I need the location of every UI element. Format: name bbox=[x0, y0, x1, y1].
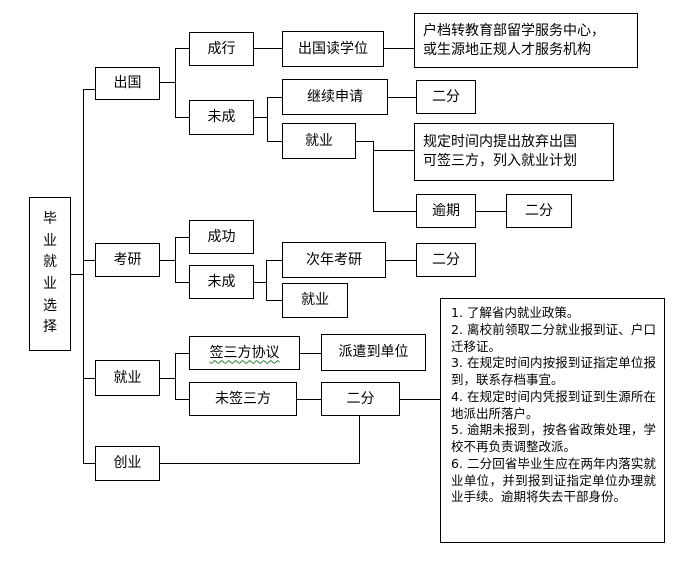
root-char: 业 bbox=[43, 276, 57, 292]
node-abroad: 出国 bbox=[95, 67, 160, 100]
node-dispatch-to-unit: 派遣到单位 bbox=[321, 334, 426, 371]
root-char: 就 bbox=[43, 254, 57, 271]
connector bbox=[160, 378, 175, 380]
connector bbox=[373, 150, 414, 152]
node-continue-apply: 继续申请 bbox=[282, 79, 388, 115]
node-abroad-success: 成行 bbox=[189, 32, 254, 66]
note-item: 1. 了解省内就业政策。 bbox=[451, 305, 580, 320]
node-second-allocation: 二分 bbox=[321, 382, 400, 416]
node-second-allocation: 二分 bbox=[506, 194, 572, 228]
connector bbox=[267, 141, 282, 143]
node-second-allocation: 二分 bbox=[416, 243, 476, 277]
connector bbox=[476, 211, 506, 213]
signed-agreement-label: 签三方协议 bbox=[209, 344, 280, 361]
node-abroad-fail-employ: 就业 bbox=[282, 123, 356, 159]
connector bbox=[266, 260, 282, 262]
node-startup: 创业 bbox=[95, 446, 160, 481]
node-give-up-abroad-note: 规定时间内提出放弃出国 可签三方，列入就业计划 bbox=[414, 123, 614, 181]
note-item: 3. 在规定时间内按报到证指定单位报到，联系存档事宜。 bbox=[451, 355, 656, 387]
node-signed-agreement: 签三方协议 bbox=[189, 336, 300, 370]
connector bbox=[359, 416, 361, 464]
node-unsigned-agreement: 未签三方 bbox=[189, 382, 297, 416]
node-grad-fail: 未成 bbox=[189, 265, 254, 299]
node-overdue: 逾期 bbox=[416, 194, 476, 228]
connector bbox=[160, 82, 175, 84]
note-line: 规定时间内提出放弃出国 bbox=[423, 134, 577, 151]
connector bbox=[175, 353, 189, 355]
node-grad-exam: 考研 bbox=[95, 243, 160, 277]
connector bbox=[297, 399, 321, 401]
connector bbox=[175, 399, 189, 401]
connector bbox=[300, 353, 321, 355]
connector bbox=[254, 48, 282, 50]
node-grad-success: 成功 bbox=[189, 220, 254, 254]
connector bbox=[254, 282, 266, 284]
connector bbox=[266, 300, 282, 302]
connector bbox=[70, 274, 84, 276]
root-char: 业 bbox=[43, 232, 57, 249]
node-second-allocation: 二分 bbox=[416, 80, 476, 114]
connector bbox=[175, 237, 189, 239]
node-study-abroad: 出国读学位 bbox=[282, 31, 384, 67]
connector bbox=[267, 97, 269, 142]
node-next-year-exam: 次年考研 bbox=[282, 242, 386, 278]
connector bbox=[373, 211, 416, 213]
node-employment: 就业 bbox=[95, 360, 160, 396]
archive-line: 户档转教育部留学服务中心， bbox=[423, 22, 605, 39]
connector bbox=[160, 463, 360, 465]
root-career-choice: 毕 业 就 业 选 择 bbox=[29, 197, 71, 351]
connector bbox=[388, 97, 416, 99]
node-abroad-fail: 未成 bbox=[189, 100, 254, 135]
connector bbox=[384, 48, 414, 50]
note-item: 2. 离校前领取二分就业报到证、户口迁移证。 bbox=[451, 321, 656, 354]
connector bbox=[83, 463, 95, 465]
connector bbox=[373, 141, 375, 212]
node-archive-transfer: 户档转教育部留学服务中心， 或生源地正规人才服务机构 bbox=[414, 13, 638, 68]
connector bbox=[175, 48, 177, 118]
second-allocation-notes: 1. 了解省内就业政策。 2. 离校前领取二分就业报到证、户口迁移证。 3. 在… bbox=[440, 298, 665, 543]
root-char: 择 bbox=[43, 319, 57, 336]
connector bbox=[175, 237, 177, 283]
root-char: 选 bbox=[43, 297, 57, 314]
connector bbox=[83, 260, 95, 262]
note-line: 可签三方，列入就业计划 bbox=[423, 153, 577, 169]
note-item: 6. 二分回省毕业生应在两年内落实就业单位，并到报到证指定单位办理就业手续。逾期… bbox=[451, 455, 656, 505]
note-item: 4. 在规定时间内凭报到证到生源所在地派出所落户。 bbox=[451, 388, 656, 421]
connector bbox=[175, 353, 177, 400]
connector bbox=[356, 141, 374, 143]
connector bbox=[267, 97, 282, 99]
connector bbox=[386, 260, 416, 262]
archive-line: 或生源地正规人才服务机构 bbox=[423, 41, 591, 58]
connector bbox=[175, 282, 189, 284]
note-item: 5. 逾期未报到，按各省政策处理，学校不再负责调整改派。 bbox=[451, 422, 656, 454]
connector bbox=[400, 399, 440, 401]
connector bbox=[160, 260, 175, 262]
root-char: 毕 bbox=[43, 210, 57, 227]
connector bbox=[175, 48, 189, 50]
connector bbox=[266, 260, 268, 301]
connector bbox=[83, 378, 95, 380]
node-grad-fail-employ: 就业 bbox=[282, 283, 348, 318]
connector bbox=[83, 89, 85, 463]
connector bbox=[83, 89, 95, 91]
connector bbox=[175, 117, 189, 119]
connector bbox=[254, 117, 268, 119]
